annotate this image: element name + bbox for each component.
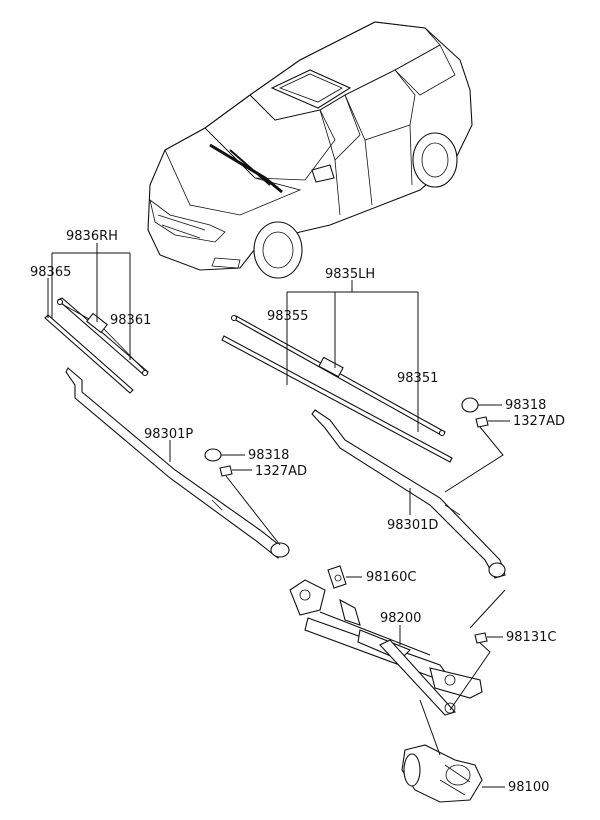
label-98365: 98365 [30,265,71,280]
label-98100: 98100 [508,780,549,795]
leader-lines [47,243,510,788]
part-labels: 9836RH 98365 98361 9835LH 98355 98351 98… [30,229,565,795]
lh-wiper-arm [311,409,506,579]
rh-wiper-blade [44,297,149,394]
wiper-linkage [289,565,483,716]
label-98160c: 98160C [366,570,416,585]
label-98318-rh: 98318 [248,448,289,463]
lh-wiper-blade [221,314,453,463]
label-98351: 98351 [397,371,438,386]
label-98318-lh: 98318 [505,398,546,413]
label-9835lh: 9835LH [325,267,375,282]
rh-wiper-arm [65,367,290,559]
label-98361: 98361 [110,313,151,328]
wiper-motor [401,744,483,803]
label-98200: 98200 [380,611,421,626]
caps-and-nuts [204,397,489,644]
vehicle-illustration [147,21,473,279]
label-1327ad-rh: 1327AD [255,464,307,479]
label-98301p: 98301P [144,427,193,442]
label-98301d: 98301D [387,518,438,533]
label-98131c: 98131C [506,630,556,645]
label-9836rh: 9836RH [66,229,118,244]
label-98355: 98355 [267,309,308,324]
label-1327ad-lh: 1327AD [513,414,565,429]
